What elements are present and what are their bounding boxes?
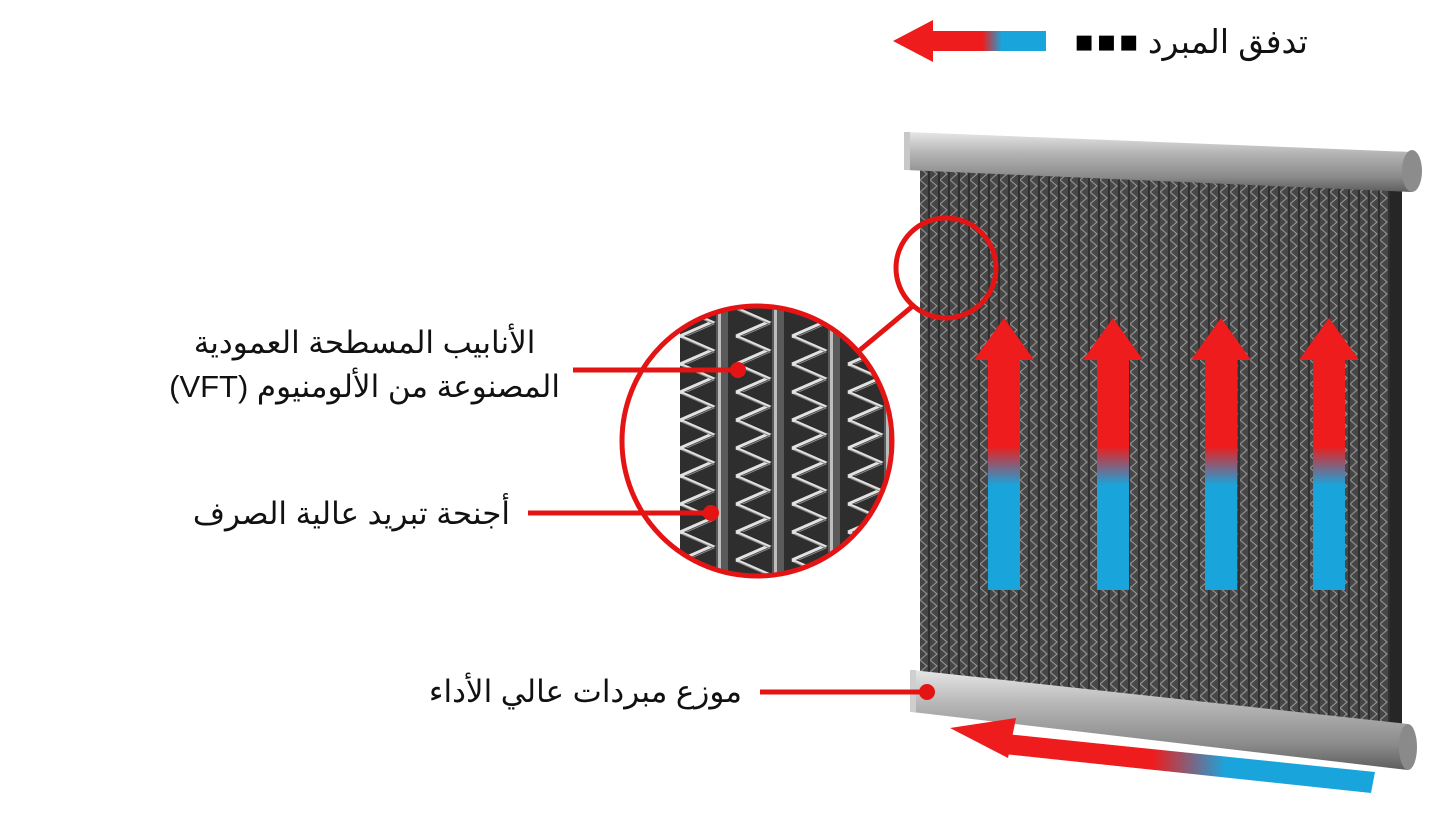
vft-callout-label: الأنابيب المسطحة العمودية المصنوعة من ال… xyxy=(169,321,560,409)
zoom-connector-line xyxy=(858,303,916,352)
callout-dot-distributor xyxy=(919,684,935,700)
callout-dot-fins xyxy=(703,505,719,521)
distributor-callout-label: موزع مبردات عالي الأداء xyxy=(428,674,742,709)
fins-callout-label: أجنحة تبريد عالية الصرف xyxy=(192,496,510,531)
flow-arrow-2 xyxy=(1083,318,1143,590)
callout-lines xyxy=(528,362,935,700)
callout-dot-vft xyxy=(730,362,746,378)
vertical-flow-arrows xyxy=(974,318,1359,590)
flow-arrow-1 xyxy=(974,318,1034,590)
legend-flow-arrow xyxy=(893,20,1046,62)
flow-arrow-4 xyxy=(1299,318,1359,590)
highlight-circle xyxy=(893,215,999,321)
radiator-core xyxy=(920,165,1402,740)
bottom-flow-arrow xyxy=(950,718,1375,793)
top-manifold xyxy=(904,132,1422,192)
vft-callout-line2: المصنوعة من الألومنيوم (VFT) xyxy=(169,369,560,404)
vft-callout-line1: الأنابيب المسطحة العمودية xyxy=(193,325,536,360)
legend-dots: ▪▪▪ xyxy=(1074,24,1141,59)
flow-arrow-3 xyxy=(1191,318,1251,590)
zoom-detail xyxy=(619,303,895,579)
legend-label: تدفق المبرد xyxy=(1147,23,1308,60)
